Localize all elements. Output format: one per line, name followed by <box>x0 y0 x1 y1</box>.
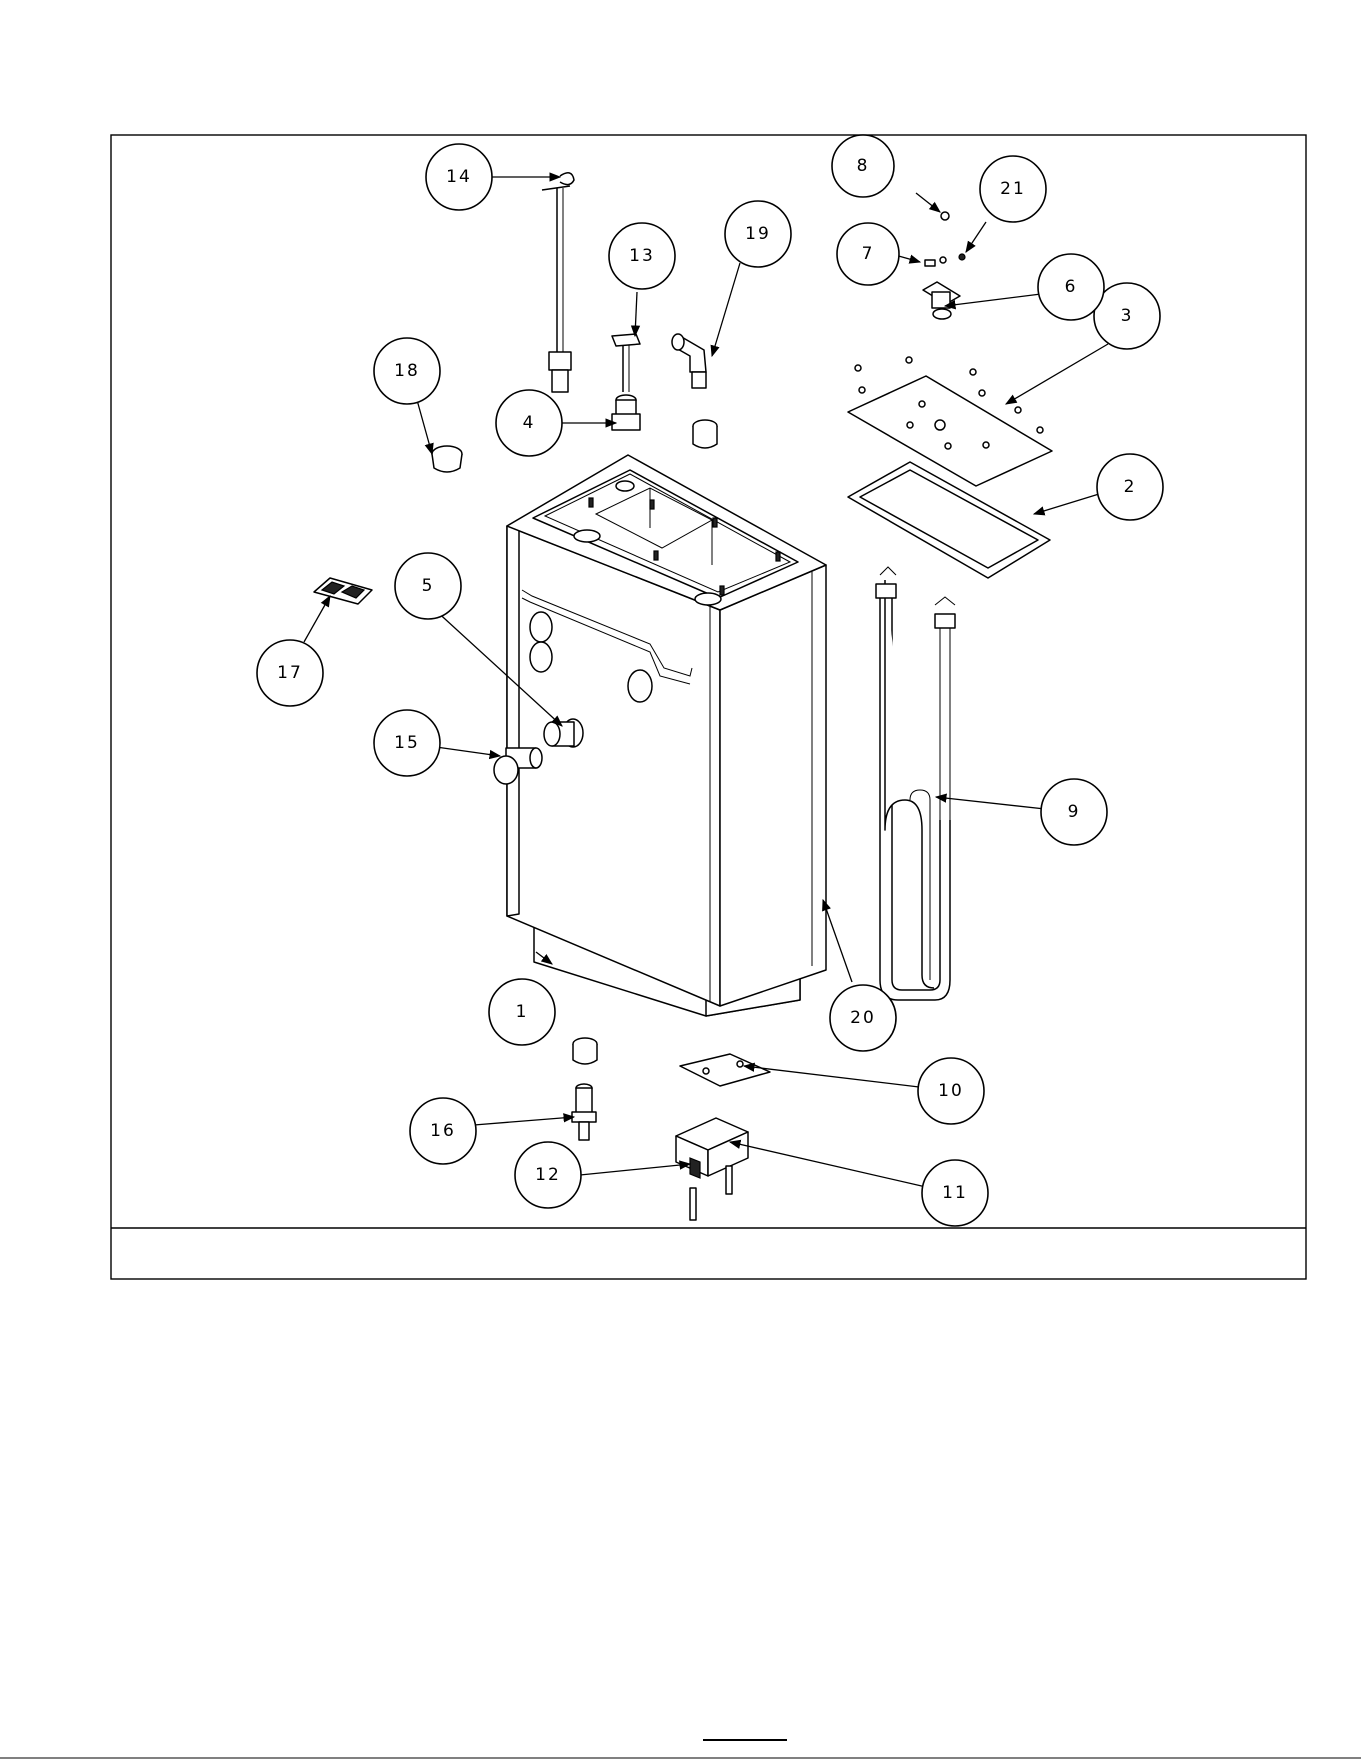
control-box <box>676 1118 748 1220</box>
screw-and-washer <box>925 212 949 266</box>
callout-label-21: 21 <box>1000 179 1026 199</box>
callout-21: 21 <box>980 156 1046 222</box>
callout-7: 7 <box>837 223 899 285</box>
callout-label-18: 18 <box>394 361 420 381</box>
callout-18: 18 <box>374 338 440 404</box>
callout-label-16: 16 <box>430 1121 456 1141</box>
callout-5: 5 <box>395 553 461 619</box>
callout-13: 13 <box>609 223 675 289</box>
probe-short <box>612 334 640 392</box>
callout-label-7: 7 <box>862 244 875 264</box>
callout-11: 11 <box>922 1160 988 1226</box>
bottom-bushing <box>573 1038 597 1064</box>
callout-label-5: 5 <box>422 576 435 596</box>
callout-label-3: 3 <box>1121 306 1134 326</box>
callout-label-6: 6 <box>1065 277 1078 297</box>
callout-2: 2 <box>1097 454 1163 520</box>
callout-9: 9 <box>1041 779 1107 845</box>
callout-label-4: 4 <box>523 413 536 433</box>
cover-plate <box>848 357 1052 486</box>
callout-1: 1 <box>489 979 555 1045</box>
plug <box>432 446 462 472</box>
callout-16: 16 <box>410 1098 476 1164</box>
callout-19: 19 <box>725 201 791 267</box>
callout-17: 17 <box>257 640 323 706</box>
callout-label-14: 14 <box>446 167 472 187</box>
callout-label-19: 19 <box>745 224 771 244</box>
bushing-spare <box>693 420 717 448</box>
callout-6: 6 <box>1038 254 1104 320</box>
callout-label-13: 13 <box>629 246 655 266</box>
warning-label <box>314 578 372 604</box>
callout-14: 14 <box>426 144 492 210</box>
callout-label-20: 20 <box>850 1008 876 1028</box>
elbow-fitting <box>672 334 706 388</box>
probe-rod <box>542 173 574 392</box>
callout-8: 8 <box>832 135 894 197</box>
callout-label-2: 2 <box>1124 477 1137 497</box>
fitting-5 <box>544 719 583 747</box>
callout-label-10: 10 <box>938 1081 964 1101</box>
callout-label-1: 1 <box>516 1002 529 1022</box>
callout-15: 15 <box>374 710 440 776</box>
heating-element <box>876 567 955 1000</box>
callout-label-17: 17 <box>277 663 303 683</box>
callout-12: 12 <box>515 1142 581 1208</box>
gasket <box>848 462 1050 578</box>
callout-10: 10 <box>918 1058 984 1124</box>
bracket-plate <box>680 1054 770 1086</box>
drain-fitting <box>572 1084 596 1140</box>
callout-label-11: 11 <box>942 1183 968 1203</box>
callout-label-15: 15 <box>394 733 420 753</box>
bushing-4 <box>612 395 640 430</box>
callout-label-8: 8 <box>857 156 870 176</box>
callout-label-9: 9 <box>1068 802 1081 822</box>
callout-label-12: 12 <box>535 1165 561 1185</box>
callout-20: 20 <box>830 985 896 1051</box>
callout-4: 4 <box>496 390 562 456</box>
